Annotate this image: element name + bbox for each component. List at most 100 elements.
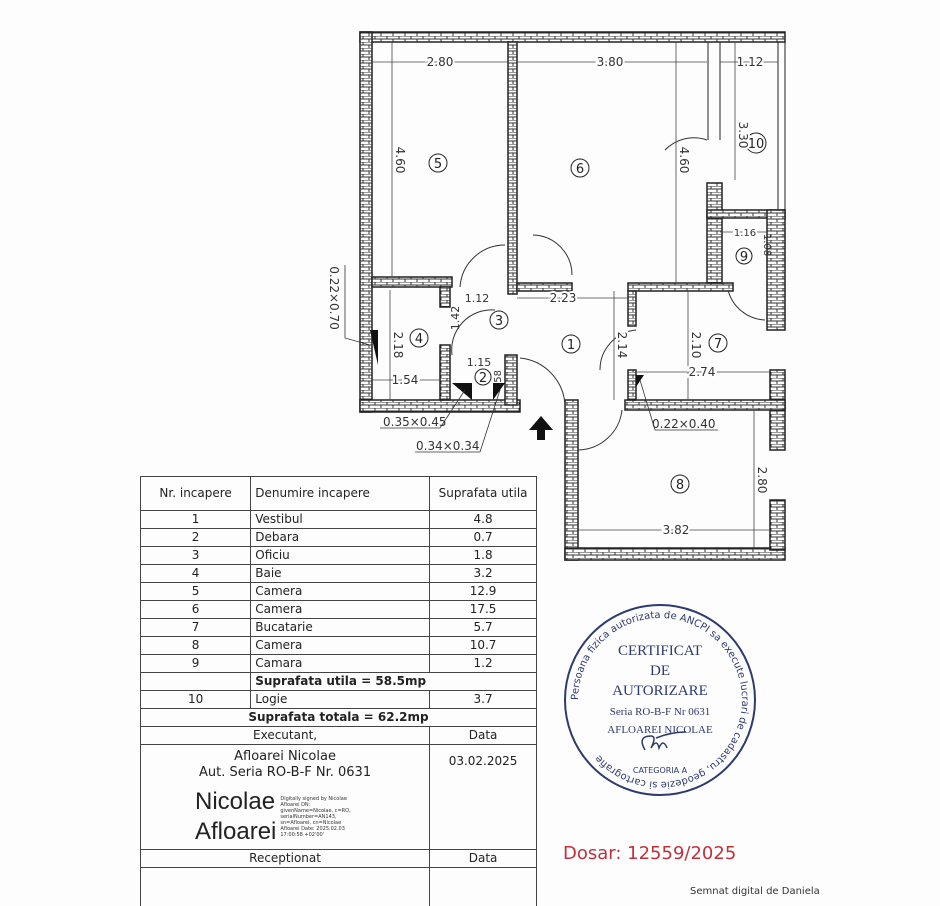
- svg-text:CATEGORIA A: CATEGORIA A: [633, 766, 688, 775]
- svg-text:3: 3: [495, 314, 503, 329]
- executant-header: Executant,Data: [139, 726, 537, 745]
- svg-text:2: 2: [479, 371, 487, 386]
- cell-nr: 9: [139, 654, 252, 673]
- walls: [359, 31, 786, 561]
- svg-text:CERTIFICAT: CERTIFICAT: [618, 643, 702, 659]
- svg-text:2.14: 2.14: [615, 332, 629, 359]
- svg-text:2.23: 2.23: [550, 291, 577, 305]
- header-nr: Nr. incapere: [139, 476, 252, 511]
- cell-nr: 1: [139, 510, 252, 529]
- cell-area: 1.8: [429, 546, 537, 565]
- svg-text:1.42: 1.42: [449, 306, 462, 331]
- svg-text:4.60: 4.60: [393, 147, 407, 174]
- room-label-2: 2: [474, 368, 492, 386]
- cell-nr: 4: [139, 564, 252, 583]
- room-label-5: 5: [428, 153, 448, 173]
- svg-text:6: 6: [576, 162, 584, 177]
- cell-nr: 2: [139, 528, 252, 547]
- svg-text:1.16: 1.16: [734, 228, 756, 239]
- room-label-8: 8: [670, 474, 690, 494]
- cell-name: Oficiu: [250, 546, 431, 565]
- cell-area: 3.2: [429, 564, 537, 583]
- svg-text:7: 7: [714, 337, 722, 352]
- cell-name: Camera: [250, 600, 431, 619]
- svg-text:1.08: 1.08: [761, 234, 772, 256]
- window-callouts: [344, 265, 718, 453]
- loggia-lines: [707, 42, 786, 210]
- svg-text:2.18: 2.18: [391, 332, 405, 359]
- cell-area: 17.5: [429, 600, 537, 619]
- executant-authorization: Aut. Seria RO-B-F Nr. 0631: [199, 765, 372, 780]
- cell-nr: 6: [139, 600, 252, 619]
- svg-text:3.82: 3.82: [663, 523, 690, 537]
- cell-nr: 8: [139, 636, 252, 655]
- svg-text:Seria RO-B-F Nr 0631: Seria RO-B-F Nr 0631: [610, 706, 711, 718]
- room-label-4: 4: [409, 328, 429, 348]
- svg-text:1: 1: [567, 338, 575, 353]
- total-row: Suprafata totala = 62.2mp: [140, 708, 537, 727]
- dimension-labels: 2.80 3.80 1.12 4.60 4.60 3.30 1.16 1.08 …: [389, 53, 772, 539]
- cell-name: Camera: [250, 582, 431, 601]
- svg-text:DE: DE: [650, 663, 670, 679]
- cell-area: 4.8: [429, 510, 537, 529]
- svg-text:3.80: 3.80: [597, 55, 624, 69]
- cell-name: Bucatarie: [250, 618, 431, 637]
- windows-marks: [370, 330, 644, 400]
- svg-text:.58: .58: [493, 370, 504, 386]
- svg-text:1.12: 1.12: [737, 55, 764, 69]
- room-label-6: 6: [570, 158, 590, 178]
- subtotal-row: Suprafata utila = 58.5mp: [139, 672, 537, 691]
- svg-text:0.35×0.45: 0.35×0.45: [383, 415, 447, 429]
- svg-text:Persoana fizica autorizata de: Persoana fizica autorizata de ANCPI sa e…: [570, 610, 750, 790]
- cell-area: 5.7: [429, 618, 537, 637]
- room-label-3: 3: [489, 310, 509, 330]
- room-label-1: 1: [561, 334, 581, 354]
- executant-name: Afloarei Nicolae: [234, 749, 336, 764]
- cell-name: Baie: [250, 564, 431, 583]
- header-denumire: Denumire incapere: [250, 476, 431, 511]
- executant-date: 03.02.2025: [429, 744, 537, 850]
- cell-nr: 5: [139, 582, 252, 601]
- svg-text:4.60: 4.60: [677, 147, 691, 174]
- room-label-7: 7: [708, 333, 728, 353]
- svg-text:2.74: 2.74: [689, 365, 716, 379]
- cell-name: Camera: [250, 636, 431, 655]
- signature-mark: [641, 731, 687, 751]
- cell-nr: 3: [139, 546, 252, 565]
- cell-area: 12.9: [429, 582, 537, 601]
- room-label-10: 10: [745, 132, 767, 154]
- svg-text:0.34×0.34: 0.34×0.34: [416, 439, 480, 453]
- cell-area: 1.2: [429, 654, 537, 673]
- svg-text:8: 8: [676, 478, 684, 493]
- svg-text:3.30: 3.30: [736, 122, 750, 149]
- svg-text:2.80: 2.80: [427, 55, 454, 69]
- svg-text:1.12: 1.12: [465, 292, 490, 305]
- svg-text:1.15: 1.15: [467, 356, 492, 369]
- svg-text:9: 9: [740, 250, 748, 265]
- svg-text:1.54: 1.54: [392, 373, 419, 387]
- svg-text:2.80: 2.80: [755, 467, 769, 494]
- room-label-9: 9: [735, 247, 753, 265]
- executant-body: Afloarei Nicolae Aut. Seria RO-B-F Nr. 0…: [139, 744, 537, 850]
- svg-text:AFLOAREI NICOLAE: AFLOAREI NICOLAE: [607, 724, 713, 736]
- dimension-lines: [372, 42, 778, 548]
- digital-signature-note: Semnat digital de Daniela: [690, 886, 820, 897]
- table-header: Nr. incapere Denumire incapere Suprafata…: [139, 476, 537, 511]
- authorization-stamp: Persoana fizica autorizata de ANCPI sa e…: [564, 604, 756, 796]
- cell-area: 0.7: [429, 528, 537, 547]
- cell-area: 10.7: [429, 636, 537, 655]
- svg-text:AUTORIZARE: AUTORIZARE: [612, 683, 708, 699]
